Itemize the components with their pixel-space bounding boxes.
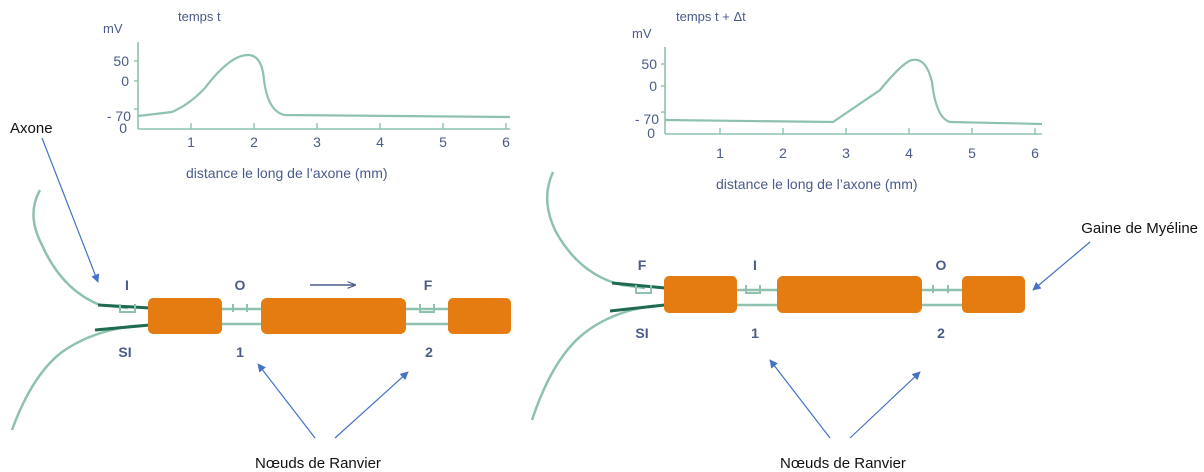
right-xtick-1: 1 [716, 145, 724, 161]
right-myelin-segment-3 [962, 276, 1025, 313]
right-graph-title: temps t + Δt [676, 9, 746, 24]
noeuds-label-left: Nœuds de Ranvier [255, 455, 381, 472]
left-action-potential-curve [137, 53, 511, 119]
left-axon-upper-membrane [32, 189, 129, 310]
right-ytick-minus70: - 70 [635, 111, 659, 127]
noeud-arrow-left-1 [257, 363, 316, 439]
axone-arrow [41, 137, 100, 283]
right-ytick-0: 0 [649, 78, 657, 94]
right-graph-unit: mV [632, 26, 652, 41]
right-ytick-origin: 0 [647, 125, 655, 141]
left-graph-title: temps t [178, 9, 221, 24]
left-xtick-6: 6 [502, 134, 510, 150]
left-marker-bot3: 2 [425, 344, 433, 360]
right-axon-lower-membrane [530, 303, 666, 421]
left-myelin-segment-1 [148, 298, 222, 334]
left-xtick-2: 2 [250, 134, 258, 150]
axone-label: Axone [10, 120, 53, 137]
right-marker-bot1: SI [635, 325, 648, 341]
left-xtick-4: 4 [376, 134, 384, 150]
right-ytick-50: 50 [641, 56, 657, 72]
right-marker-top3: O [936, 257, 947, 273]
left-axon-lower-active [94, 323, 151, 332]
left-marker-bot2: 1 [236, 344, 244, 360]
right-myelin-segment-1 [664, 276, 737, 313]
right-axon-upper-active [611, 281, 666, 290]
right-marker-top1: F [638, 257, 647, 273]
right-myelin-segment-2 [777, 276, 922, 313]
left-marker-top1: I [125, 277, 129, 293]
noeud-arrow-left-2 [334, 371, 409, 439]
left-ytick-minus70: - 70 [107, 108, 131, 124]
noeud-arrow-right-2 [849, 371, 921, 439]
left-ytick-origin: 0 [119, 120, 127, 136]
left-graph: temps t mV 50 0 - 70 0 1 2 3 4 5 6 dista… [103, 9, 510, 181]
left-axon: I O F SI 1 2 [10, 189, 511, 431]
left-axon-lower-membrane [10, 323, 151, 431]
right-axon: F I O SI 1 2 [530, 171, 1025, 421]
left-xtick-5: 5 [439, 134, 447, 150]
right-xtick-2: 2 [779, 145, 787, 161]
left-xlabel: distance le long de l’axone (mm) [186, 165, 388, 181]
left-marker-top3: F [424, 277, 433, 293]
right-axon-lower-active [609, 303, 666, 313]
right-axon-upper-membrane [545, 171, 646, 290]
right-graph: temps t + Δt mV 50 0 - 70 0 1 2 3 4 5 6 … [632, 9, 1043, 192]
left-myelin-segment-2 [261, 298, 406, 334]
left-ytick-0: 0 [121, 73, 129, 89]
left-marker-bot1: SI [118, 344, 131, 360]
left-axon-upper-active [97, 303, 151, 310]
right-xtick-4: 4 [905, 145, 913, 161]
right-marker-top2: I [753, 257, 757, 273]
right-marker-bot2: 1 [751, 325, 759, 341]
noeuds-label-right: Nœuds de Ranvier [780, 455, 906, 472]
right-marker-bot3: 2 [937, 325, 945, 341]
left-xtick-1: 1 [187, 134, 195, 150]
right-action-potential-curve [664, 58, 1043, 126]
right-xtick-5: 5 [968, 145, 976, 161]
right-xlabel: distance le long de l’axone (mm) [716, 176, 918, 192]
right-xtick-6: 6 [1031, 145, 1039, 161]
gaine-label: Gaine de Myéline [1081, 220, 1198, 237]
noeud-arrow-right-1 [769, 359, 831, 439]
left-graph-unit: mV [103, 21, 123, 36]
left-ytick-50: 50 [113, 53, 129, 69]
left-xtick-3: 3 [313, 134, 321, 150]
left-myelin-segment-3 [448, 298, 511, 334]
gaine-arrow [1032, 241, 1091, 291]
left-marker-top2: O [235, 277, 246, 293]
right-xtick-3: 3 [842, 145, 850, 161]
